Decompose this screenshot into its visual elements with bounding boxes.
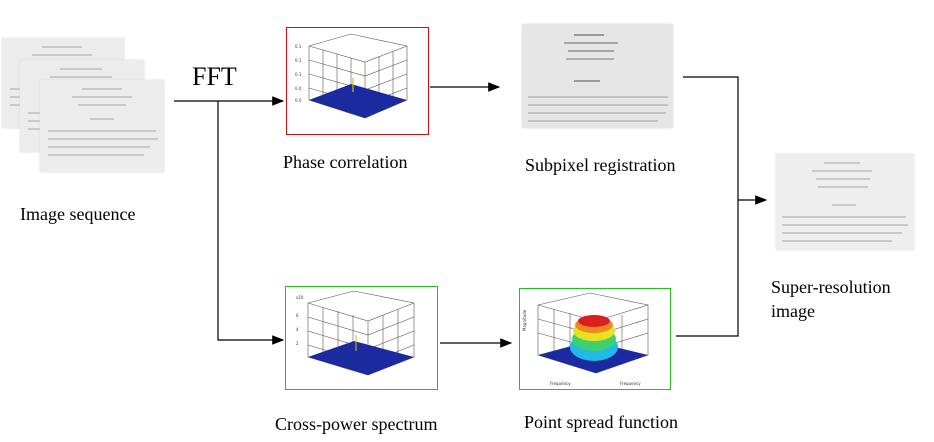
registered-document-image	[522, 24, 673, 128]
phase-correlation-label: Phase correlation	[283, 152, 408, 172]
svg-text:0.1: 0.1	[295, 58, 302, 63]
image-sequence-label: Image sequence	[20, 204, 136, 224]
point-spread-function-label: Point spread function	[524, 412, 678, 432]
arrow-registration-to-merge	[683, 76, 739, 200]
svg-text:4: 4	[296, 327, 299, 332]
document-image-3	[40, 80, 164, 172]
cross-power-spectrum-plot: x10 6 4 2	[285, 286, 438, 390]
svg-text:Frequency: Frequency	[550, 381, 571, 386]
fft-label: FFT	[192, 62, 237, 91]
subpixel-registration-label: Subpixel registration	[525, 155, 676, 175]
svg-text:6: 6	[296, 313, 299, 318]
svg-text:0.1: 0.1	[295, 44, 302, 49]
arrow-psf-to-merge	[676, 200, 739, 337]
svg-text:x10: x10	[296, 295, 304, 300]
super-resolution-label-line2: image	[771, 301, 815, 321]
svg-text:Frequency: Frequency	[620, 381, 641, 386]
svg-text:0.0: 0.0	[295, 86, 302, 91]
arrow-fft-to-cross-power	[217, 101, 285, 345]
svg-text:0.0: 0.0	[295, 98, 302, 103]
super-resolution-label-line1: Super-resolution	[771, 277, 891, 297]
cross-power-spectrum-label: Cross-power spectrum	[275, 414, 438, 434]
super-resolution-image	[776, 154, 914, 250]
svg-text:2: 2	[296, 341, 299, 346]
phase-correlation-plot: 0.1 0.1 0.1 0.0 0.0	[286, 27, 429, 135]
svg-text:Magnitude: Magnitude	[522, 309, 527, 331]
svg-text:0.1: 0.1	[295, 72, 302, 77]
point-spread-function-plot: Magnitude Frequency Frequency	[519, 288, 671, 390]
